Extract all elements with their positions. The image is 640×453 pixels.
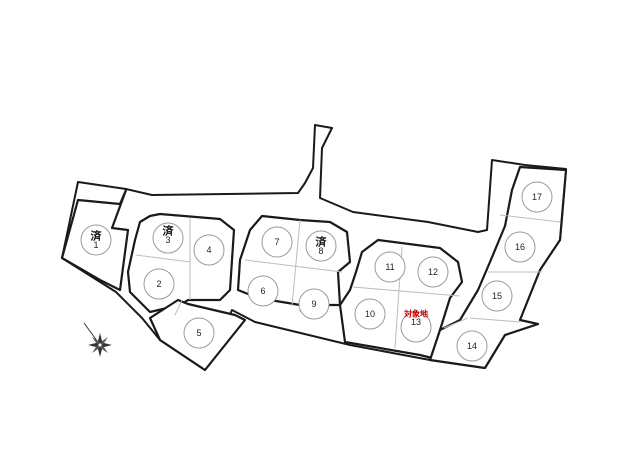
lot-12-number: 12: [428, 267, 438, 277]
lot-4-number: 4: [206, 245, 211, 255]
lot-17-number: 17: [532, 192, 542, 202]
lot-1-number: 1: [93, 240, 98, 250]
lot-8-sold-mark: 済: [316, 235, 328, 249]
lot-11-number: 11: [385, 262, 394, 272]
lot-11[interactable]: 11: [374, 251, 406, 283]
lot-13-target-label: 対象地: [403, 309, 428, 319]
lot-17[interactable]: 17: [521, 181, 553, 213]
lot-5-number: 5: [196, 328, 201, 338]
lot-10-number: 10: [365, 309, 375, 319]
lot-6-number: 6: [260, 286, 265, 296]
lot-2-number: 2: [156, 279, 161, 289]
lot-4[interactable]: 4: [193, 234, 225, 266]
lot-3-number: 3: [165, 235, 170, 245]
lot-1[interactable]: 1 済: [80, 224, 112, 256]
lot-7-number: 7: [274, 237, 279, 247]
block-lots-14-17: [428, 165, 568, 370]
lot-14-number: 14: [467, 341, 477, 351]
compass-rose-icon: [83, 322, 112, 357]
lot-13-number: 13: [411, 317, 421, 327]
lot-8-number: 8: [318, 246, 323, 256]
lot-16[interactable]: 16: [504, 231, 536, 263]
lot-8[interactable]: 8 済: [305, 230, 337, 262]
lot-7[interactable]: 7: [261, 226, 293, 258]
lot-6[interactable]: 6: [247, 275, 279, 307]
lot-5[interactable]: 5: [183, 317, 215, 349]
lot-2[interactable]: 2: [143, 268, 175, 300]
lot-1-sold-mark: 済: [91, 229, 103, 243]
block-lots-2-4: [126, 212, 236, 314]
lot-10[interactable]: 10: [354, 298, 386, 330]
lot-12[interactable]: 12: [417, 256, 449, 288]
lot-3[interactable]: 3 済: [152, 222, 184, 254]
lot-15[interactable]: 15: [481, 280, 513, 312]
lot-9[interactable]: 9: [298, 288, 330, 320]
lot-9-number: 9: [311, 299, 316, 309]
lot-15-number: 15: [492, 291, 502, 301]
lot-13[interactable]: 13 対象地: [400, 309, 432, 343]
lot-16-number: 16: [515, 242, 525, 252]
lot-3-sold-mark: 済: [163, 224, 175, 238]
lot-14[interactable]: 14: [456, 330, 488, 362]
